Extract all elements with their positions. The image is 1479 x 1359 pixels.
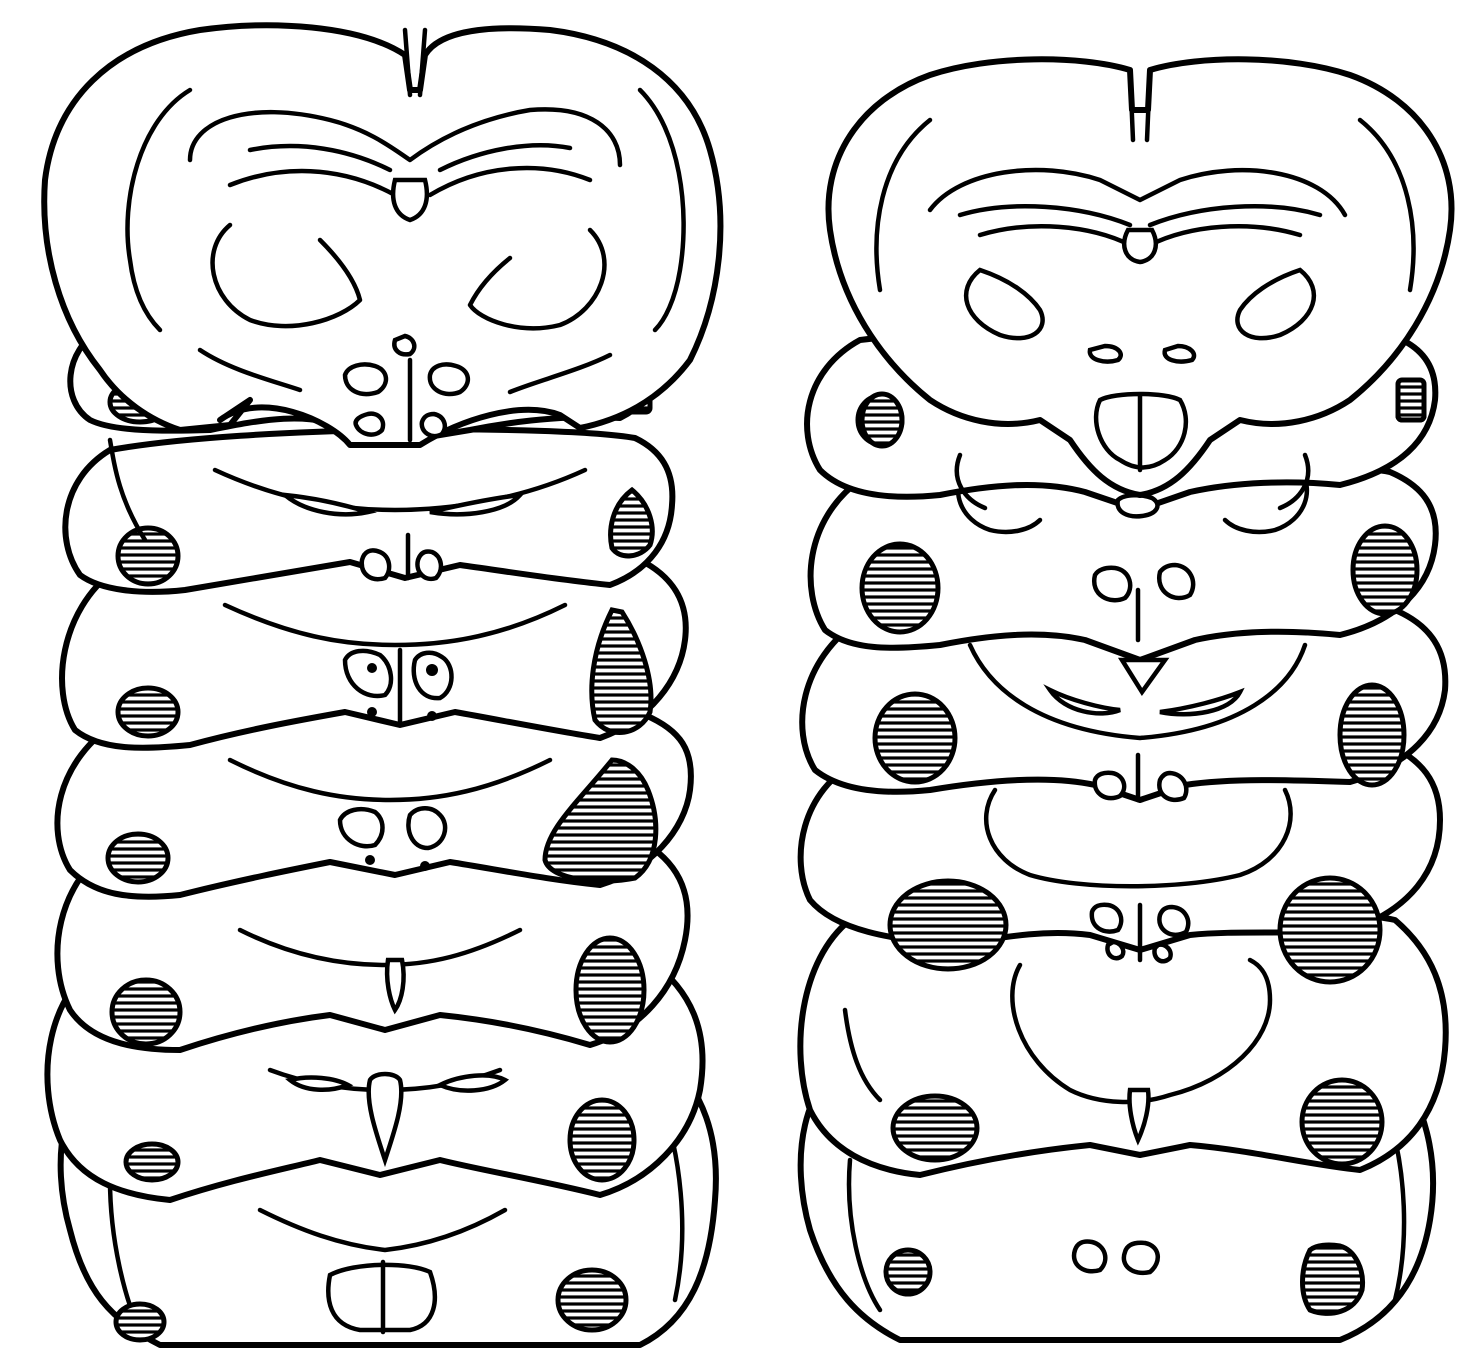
right-section-7-lesion-left [886, 1250, 930, 1294]
left-section-7-lesion-left [126, 1144, 178, 1180]
right-section-5-lesion-left [890, 881, 1006, 969]
right-section-2-ventral-nucleus [1118, 495, 1158, 516]
right-section-3-lesion-left [862, 544, 938, 632]
right-section-6-lesion-left [893, 1096, 977, 1160]
right-series [800, 59, 1451, 1340]
left-section-6-lesion-left [112, 980, 180, 1044]
left-section-8-lesion-right [558, 1270, 626, 1330]
left-section-1-ventricle-center [393, 180, 427, 220]
left-section-7-lesion-right [570, 1100, 634, 1180]
left-section-5-lesion-left [108, 834, 168, 882]
left-section-1-nucleus-left [345, 364, 386, 394]
left-section-5-dot-a [365, 855, 375, 865]
left-section-1-midline-fissure [405, 30, 425, 95]
right-section-7-nucleus-left [1074, 1241, 1105, 1271]
right-section-6-lesion-right [1302, 1080, 1382, 1164]
left-section-4-dot-c [367, 707, 377, 717]
left-section-4-dot-b [426, 664, 438, 676]
right-section-1-lesion-left [862, 394, 902, 446]
left-section-3 [65, 429, 672, 591]
right-section-7-nucleus-right [1124, 1243, 1158, 1273]
left-section-1-nucleus-right [430, 364, 468, 394]
left-section-3-lesion-left [118, 528, 178, 584]
right-section-1-ventricle-center [1124, 230, 1156, 262]
left-section-4-dot-d [427, 711, 437, 721]
right-section-1-lesion-right [1398, 380, 1424, 420]
right-section-1-nucleus-right [1165, 346, 1194, 362]
left-section-6-third-ventricle [387, 960, 403, 1010]
right-section-4-lesion-right [1340, 685, 1404, 785]
left-section-6-lesion-right [576, 938, 644, 1042]
left-section-4-dot-a [367, 663, 377, 673]
left-series [44, 25, 720, 1345]
right-section-5-lesion-right [1280, 878, 1380, 982]
right-section-3-lesion-right [1353, 526, 1417, 614]
left-section-1-nucleus-center-top [394, 336, 414, 354]
left-section-4-lesion-left [118, 688, 178, 736]
left-section-1 [44, 25, 720, 445]
right-section-4-lesion-left [875, 694, 955, 782]
right-section-7-lesion-right [1303, 1245, 1363, 1313]
right-section-1-nucleus-left [1090, 346, 1121, 362]
left-section-5-dot-b [420, 861, 430, 871]
left-section-8-lesion-left [116, 1304, 164, 1340]
